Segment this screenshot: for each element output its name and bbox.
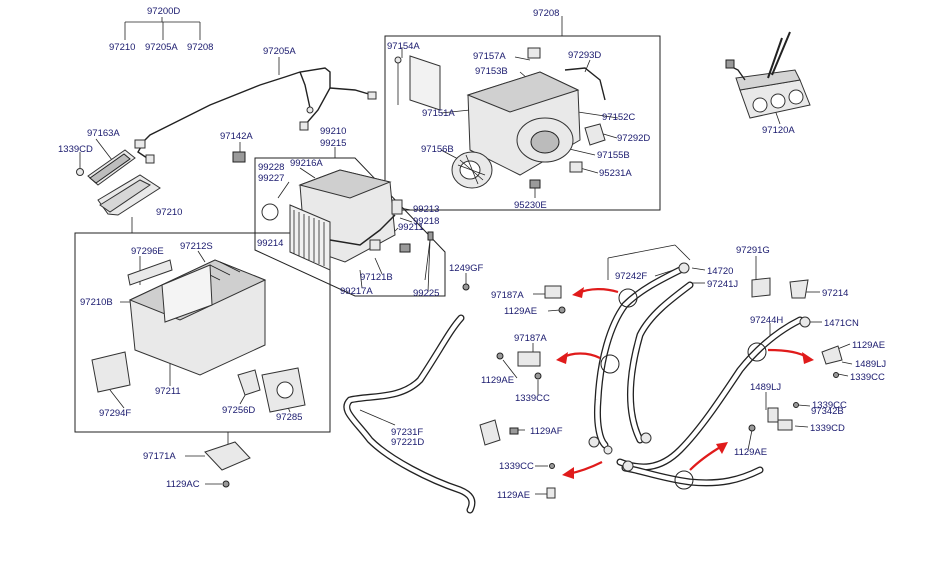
label-97214: 97214 [822, 288, 848, 299]
wire-harness-97205A [134, 67, 377, 164]
label-99228: 99228 [258, 162, 284, 173]
label-97152C: 97152C [602, 112, 635, 123]
label-97210B: 97210B [80, 297, 113, 308]
heater-unit-97211 [91, 259, 306, 413]
evaporator-99216A [261, 169, 434, 281]
label-97187A-1: 97187A [491, 290, 524, 301]
label-1129AE-2: 1129AE [481, 375, 514, 386]
bracket-97171A [204, 441, 251, 471]
label-97292D: 97292D [617, 133, 650, 144]
label-97121B: 97121B [360, 272, 393, 283]
hose-97244H [616, 316, 804, 487]
label-99218: 99218 [413, 216, 439, 227]
label-97208: 97208 [533, 8, 559, 19]
label-97187A-2: 97187A [514, 333, 547, 344]
label-95230E: 95230E [514, 200, 547, 211]
label-97154A: 97154A [387, 41, 420, 52]
label-99210: 99210 [320, 126, 346, 137]
label-97171A: 97171A [143, 451, 176, 462]
label-1129AE-1: 1129AE [504, 306, 537, 317]
label-99216A: 99216A [290, 158, 323, 169]
label-1129AC: 1129AC [166, 479, 200, 490]
label-97212S: 97212S [180, 241, 213, 252]
label-1339CD-left: 1339CD [58, 144, 93, 155]
label-97231F: 97231F [391, 427, 423, 438]
label-97221D: 97221D [391, 437, 424, 448]
label-97163A: 97163A [87, 128, 120, 139]
part-labels: 97200D 97210 97205A 97208 97205A 97163A … [58, 6, 886, 501]
label-1339CC-3: 1339CC [850, 372, 885, 383]
label-1489LJ-2: 1489LJ [750, 382, 781, 393]
label-97285: 97285 [276, 412, 302, 423]
label-97120A: 97120A [762, 125, 795, 136]
label-97211: 97211 [155, 386, 181, 397]
label-95231A: 95231A [599, 168, 632, 179]
label-1129AE-4: 1129AE [852, 340, 885, 351]
label-1339CD-right: 1339CD [810, 423, 845, 434]
label-99214: 99214 [257, 238, 283, 249]
label-99225: 99225 [413, 288, 439, 299]
label-1339CC-2: 1339CC [499, 461, 534, 472]
label-97205A: 97205A [263, 46, 296, 57]
label-97142A: 97142A [220, 131, 253, 142]
hose-97241J [594, 266, 694, 449]
label-97256D: 97256D [222, 405, 255, 416]
label-1489LJ-1: 1489LJ [855, 359, 886, 370]
label-99227: 99227 [258, 173, 284, 184]
label-99211: 99211 [398, 222, 424, 233]
label-1249GF: 1249GF [449, 263, 484, 274]
label-1129AF: 1129AF [530, 426, 563, 437]
label-97157A: 97157A [473, 51, 506, 62]
callout-arrows [556, 287, 814, 479]
label-97242F: 97242F [615, 271, 647, 282]
label-97296E: 97296E [131, 246, 164, 257]
label-97155B: 97155B [597, 150, 630, 161]
label-1339CC-4: 1339CC [812, 400, 847, 411]
detail-circles [600, 288, 767, 490]
label-97208-top: 97208 [187, 42, 213, 53]
bolt-1249GF [462, 283, 470, 291]
evaporator-frame [254, 157, 446, 297]
label-97210-top: 97210 [109, 42, 135, 53]
leader-lines-right [502, 244, 853, 495]
screw-1129AC [222, 480, 230, 488]
label-97294F: 97294F [99, 408, 131, 419]
label-1471CN: 1471CN [824, 318, 859, 329]
label-1339CC-1: 1339CC [515, 393, 550, 404]
blower-unit-frame [384, 35, 661, 211]
control-unit-97120A [725, 31, 811, 119]
heater-unit-frame [74, 232, 331, 433]
air-filter-97163A [87, 149, 161, 216]
label-97151A: 97151A [422, 108, 455, 119]
label-97200D: 97200D [147, 6, 180, 17]
label-97342B: 97342B [811, 406, 844, 417]
label-97241J: 97241J [707, 279, 738, 290]
actuator-97142A [232, 151, 246, 163]
label-99217A: 99217A [340, 286, 373, 297]
label-97156B: 97156B [421, 144, 454, 155]
label-97244H: 97244H [750, 315, 783, 326]
label-99215: 99215 [320, 138, 346, 149]
label-1129AE-5: 1129AE [734, 447, 767, 458]
label-97153B: 97153B [475, 66, 508, 77]
label-14720: 14720 [707, 266, 733, 277]
blower-unit-97208 [394, 47, 606, 189]
label-97205A-top: 97205A [145, 42, 178, 53]
screw-1339CD [76, 168, 84, 176]
label-97293D: 97293D [568, 50, 601, 61]
label-1129AE-3: 1129AE [497, 490, 530, 501]
clamps-brackets [479, 262, 843, 499]
hose-97231F [343, 314, 476, 514]
label-97291G: 97291G [736, 245, 770, 256]
label-99213: 99213 [413, 204, 439, 215]
label-97210: 97210 [156, 207, 182, 218]
